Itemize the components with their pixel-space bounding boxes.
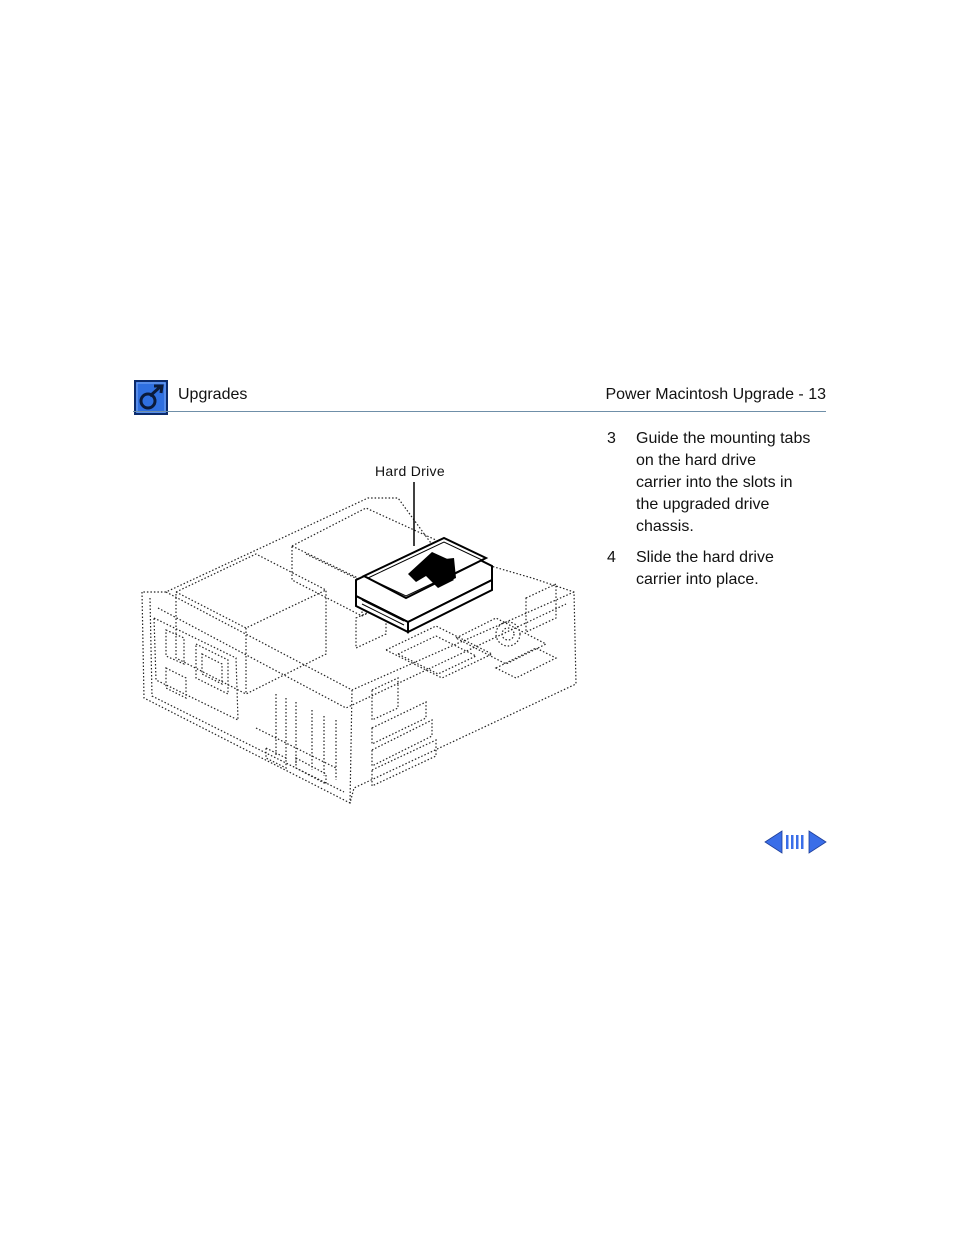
instruction-steps: 3 Guide the mounting tabs on the hard dr… xyxy=(607,428,827,600)
step-number: 4 xyxy=(607,549,616,566)
step-text-line: Slide the hard drive xyxy=(636,549,774,566)
step-text-line: Guide the mounting tabs xyxy=(636,430,811,447)
step-4: 4 Slide the hard drive carrier into plac… xyxy=(607,547,827,591)
page-header: Upgrades Power Macintosh Upgrade - 13 xyxy=(133,379,826,415)
step-text-line: the upgraded drive xyxy=(636,496,770,513)
step-text-line: carrier into place. xyxy=(636,571,759,588)
header-rule xyxy=(133,411,826,412)
apple-service-logo-icon[interactable] xyxy=(133,379,169,417)
step-text-line: chassis. xyxy=(636,518,694,535)
arrow-right-icon[interactable] xyxy=(808,830,827,854)
arrow-left-icon[interactable] xyxy=(764,830,783,854)
page-browse-icon[interactable] xyxy=(786,835,804,849)
hard-drive-installation-illustration xyxy=(141,497,577,804)
page-navigation xyxy=(764,829,827,855)
hard-drive-callout: Hard Drive xyxy=(375,463,445,479)
step-3: 3 Guide the mounting tabs on the hard dr… xyxy=(607,428,827,538)
page-title: Power Macintosh Upgrade - 13 xyxy=(605,386,826,403)
step-text-line: on the hard drive xyxy=(636,452,757,469)
callout-leader-line xyxy=(413,482,415,546)
step-number: 3 xyxy=(607,430,616,447)
step-text-line: carrier into the slots in xyxy=(636,474,793,491)
section-title: Upgrades xyxy=(178,386,248,403)
